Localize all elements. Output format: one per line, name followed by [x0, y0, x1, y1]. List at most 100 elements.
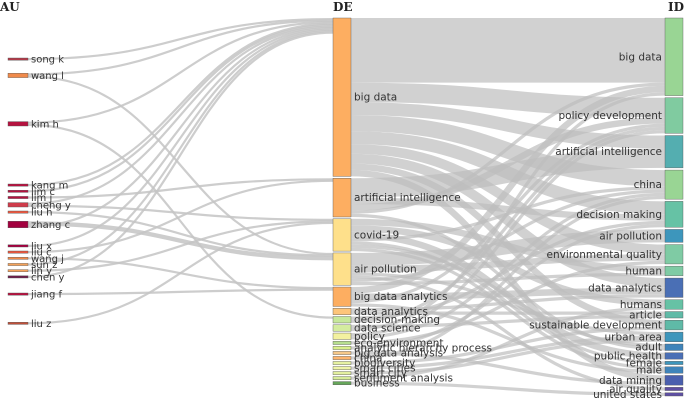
flow-link [350, 306, 666, 380]
id-node-label: article [629, 309, 662, 321]
flow-link [27, 220, 334, 272]
id-node[interactable] [664, 320, 684, 331]
id-node[interactable] [664, 331, 684, 343]
id-node[interactable] [664, 229, 684, 243]
flow-link [27, 123, 334, 319]
id-node[interactable] [664, 352, 684, 360]
au-node-label: liu z [31, 319, 51, 330]
flow-link [350, 326, 666, 365]
id-node[interactable] [664, 311, 684, 319]
de-node[interactable] [332, 341, 352, 345]
de-node[interactable] [332, 218, 352, 252]
de-node[interactable] [332, 316, 352, 324]
id-node[interactable] [664, 366, 684, 374]
flow-link [27, 19, 334, 76]
column-header-au: AU [0, 0, 20, 14]
au-node[interactable] [7, 269, 29, 273]
id-node[interactable] [664, 375, 684, 386]
au-node[interactable] [7, 189, 29, 193]
id-node-label: air pollution [599, 230, 662, 242]
au-node[interactable] [7, 263, 29, 266]
flow-link [350, 303, 666, 374]
au-node-label: song k [31, 55, 64, 66]
au-node-label: kim h [31, 119, 59, 130]
id-node[interactable] [664, 17, 684, 96]
id-node-label: big data [619, 51, 662, 63]
id-node[interactable] [664, 244, 684, 265]
id-node[interactable] [664, 392, 684, 397]
de-node[interactable] [332, 324, 352, 332]
de-node[interactable] [332, 371, 352, 375]
au-node[interactable] [7, 121, 29, 127]
id-node[interactable] [664, 361, 684, 365]
id-node[interactable] [664, 169, 684, 200]
au-node[interactable] [7, 250, 29, 254]
au-node[interactable] [7, 275, 29, 279]
de-node[interactable] [332, 286, 352, 307]
de-node[interactable] [332, 366, 352, 370]
id-node-label: human [625, 266, 662, 278]
flow-link [350, 92, 666, 332]
de-node-label: data science [354, 323, 421, 335]
au-node[interactable] [7, 244, 29, 248]
de-node[interactable] [332, 361, 352, 365]
id-node-label: china [634, 179, 662, 191]
flow-link [27, 221, 334, 325]
flow-link [350, 192, 666, 340]
de-node[interactable] [332, 332, 352, 340]
au-node-label: cheng y [31, 200, 71, 211]
flow-link [27, 75, 334, 256]
de-node[interactable] [332, 17, 352, 177]
de-node[interactable] [332, 351, 352, 355]
id-node[interactable] [664, 277, 684, 298]
au-node[interactable] [7, 183, 29, 187]
de-node-label: sentiment analysis [354, 373, 453, 385]
flow-link [27, 28, 334, 247]
de-node[interactable] [332, 346, 352, 350]
id-node[interactable] [664, 201, 684, 228]
de-node[interactable] [332, 376, 352, 380]
id-node-label: air quality [609, 383, 662, 395]
id-node[interactable] [664, 97, 684, 134]
au-node[interactable] [7, 292, 29, 296]
flow-link [350, 287, 666, 300]
de-node-label: big data analysis [354, 347, 443, 359]
flow-link [27, 221, 334, 261]
id-node-label: environmental quality [547, 249, 662, 261]
au-node[interactable] [7, 72, 29, 78]
id-node[interactable] [664, 387, 684, 391]
au-node[interactable] [7, 196, 29, 199]
au-node[interactable] [7, 322, 29, 325]
id-node-label: female [626, 357, 662, 369]
id-node-label: male [636, 365, 662, 377]
de-node[interactable] [332, 308, 352, 315]
id-node[interactable] [664, 299, 684, 310]
flow-link [350, 148, 666, 198]
flow-link [350, 272, 666, 286]
au-node[interactable] [7, 57, 29, 61]
id-node-label: sustainable development [529, 320, 662, 332]
de-node[interactable] [332, 252, 352, 286]
id-node[interactable] [664, 135, 684, 169]
id-node[interactable] [664, 343, 684, 351]
au-node-label: lim j [31, 193, 52, 204]
au-node[interactable] [7, 257, 29, 260]
flow-link [350, 213, 666, 351]
au-node-label: lim c [31, 187, 55, 198]
de-node-label: biodiversity [354, 358, 415, 370]
au-node[interactable] [7, 210, 29, 214]
au-node[interactable] [7, 202, 29, 208]
au-node-label: liu x [31, 241, 52, 252]
de-node[interactable] [332, 356, 352, 360]
de-node-label: artificial intelligence [354, 192, 461, 204]
flow-link [27, 211, 334, 257]
de-node[interactable] [332, 178, 352, 218]
au-node[interactable] [7, 220, 29, 228]
flow-link [350, 117, 666, 211]
id-node-label: public health [594, 350, 662, 362]
id-node[interactable] [664, 265, 684, 277]
au-node-label: wang l [31, 71, 64, 82]
de-node[interactable] [332, 381, 352, 386]
